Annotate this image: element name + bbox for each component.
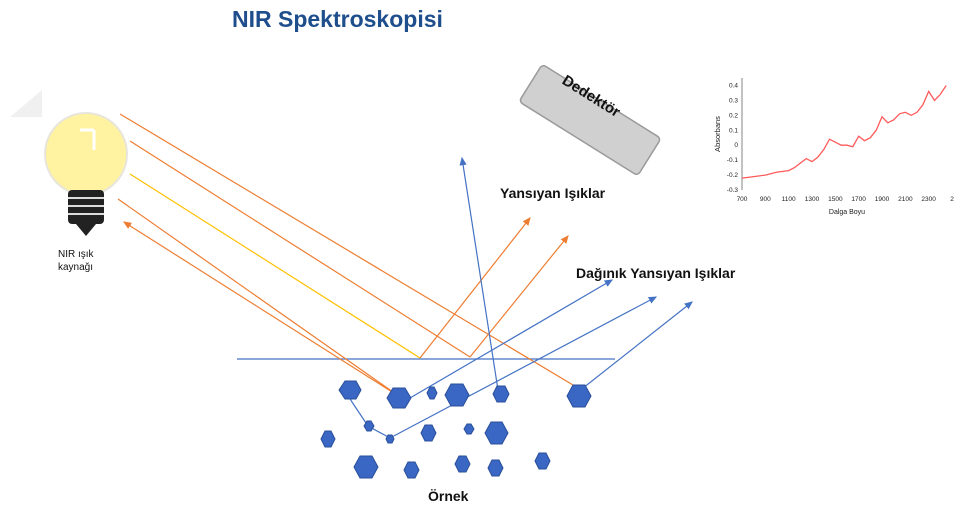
light-source-label-line1: NIR ışık (58, 249, 94, 260)
particle (426, 386, 438, 400)
particle (566, 384, 592, 408)
x-tick-label: 1100 (782, 196, 796, 203)
reflected-light-label: Yansıyan Işıklar (500, 185, 606, 201)
particle (454, 455, 471, 473)
background-triangle (10, 90, 42, 117)
y-tick-label: -0.2 (727, 172, 739, 179)
spectrum-line (741, 85, 947, 179)
page-title: NIR Spektroskopisi (232, 6, 443, 32)
incident-ray-4 (117, 198, 401, 398)
diffuse-light-label: Dağınık Yansıyan Işıklar (576, 265, 736, 281)
particle (320, 430, 336, 448)
x-tick-label: 1300 (805, 196, 820, 203)
particle (492, 385, 510, 403)
reflected-ray-1 (419, 217, 531, 359)
diffuse-ray-2 (389, 296, 658, 439)
particle (487, 459, 504, 477)
y-tick-label: -0.3 (727, 187, 739, 194)
y-tick-label: 0.3 (729, 97, 738, 104)
particle (484, 421, 509, 445)
detector (519, 65, 661, 175)
reflected-ray-2 (469, 235, 569, 358)
particle (353, 455, 379, 479)
incident-ray-2 (129, 140, 471, 358)
particle (403, 461, 420, 479)
particle (420, 424, 437, 442)
sample-label: Örnek (428, 488, 469, 504)
incident-ray-3 (129, 173, 421, 359)
particle (363, 420, 375, 432)
particle (385, 434, 395, 444)
sample-particles (320, 380, 592, 479)
particle (386, 387, 412, 409)
y-tick-label: 0.4 (729, 82, 738, 89)
particle (338, 380, 362, 400)
x-tick-label: 2300 (921, 196, 936, 203)
y-tick-label: 0.1 (729, 127, 738, 134)
spectrum-chart: 0.4 0.3 0.2 0.1 0 -0.1 -0.2 -0.3 700 900 1100 1300 1… (713, 78, 954, 216)
diffuse-ray-1 (409, 279, 614, 399)
x-tick-label: 1900 (875, 196, 890, 203)
light-bulb-icon (44, 112, 128, 236)
diffuse-ray-to-detector (459, 156, 499, 391)
particle (534, 452, 551, 470)
x-tick-label: 900 (760, 196, 771, 203)
x-tick-label: 2100 (898, 196, 913, 203)
particle (444, 383, 470, 407)
y-tick-label: -0.1 (727, 157, 739, 164)
x-tick-label: 700 (737, 196, 748, 203)
incident-ray-5 (122, 221, 401, 398)
diffuse-ray-3 (577, 301, 693, 393)
chart-y-label: Absorbans (713, 116, 722, 152)
x-tick-label: 1500 (828, 196, 843, 203)
particle (463, 423, 475, 435)
light-source-label-line2: kaynağı (58, 262, 94, 273)
x-tick-label: 2 (950, 196, 954, 203)
chart-x-label: Dalga Boyu (829, 209, 865, 216)
y-tick-label: 0.2 (729, 112, 738, 119)
incident-ray-1 (119, 113, 579, 389)
y-tick-label: 0 (734, 142, 738, 149)
x-tick-label: 1700 (851, 196, 866, 203)
